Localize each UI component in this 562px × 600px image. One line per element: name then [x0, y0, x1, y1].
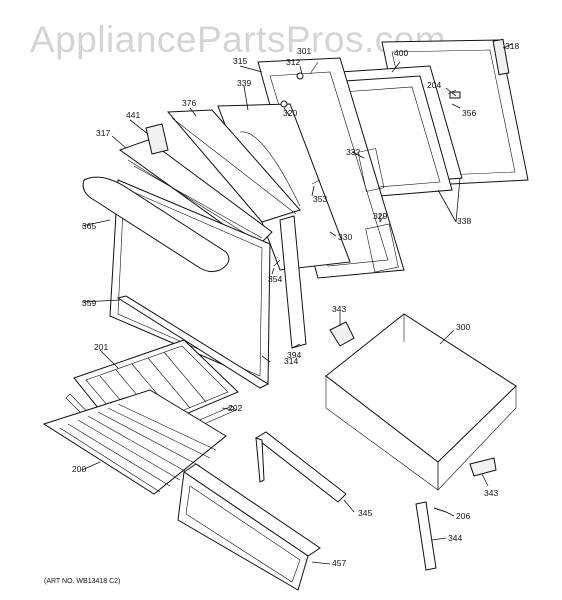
callout-338: 338 [457, 216, 471, 226]
callout-376: 376 [182, 98, 196, 108]
callout-356: 356 [462, 108, 476, 118]
callout-359: 359 [82, 298, 96, 308]
door-vent-trim [118, 139, 273, 249]
callout-314: 314 [284, 356, 298, 366]
callout-353: 353 [313, 194, 327, 204]
callout-400: 400 [394, 48, 408, 58]
door-bottom-trim [116, 295, 270, 389]
storage-drawer [325, 313, 517, 491]
callout-312: 312 [286, 57, 300, 67]
callout-301: 301 [297, 46, 311, 56]
callout-343-lower: 343 [484, 488, 498, 498]
callout-300: 300 [456, 322, 470, 332]
callout-441: 441 [126, 110, 140, 120]
drawer-liner-panel [255, 431, 347, 503]
callout-204: 204 [427, 80, 441, 90]
watermark-text: AppliancePartsPros.com [30, 19, 446, 60]
door-side-strip [279, 215, 307, 349]
drawer-bracket-upper [329, 321, 355, 347]
drawer-front-panel [177, 463, 321, 591]
callout-315: 315 [233, 56, 247, 66]
callout-202: 202 [228, 403, 242, 413]
callout-317: 317 [96, 128, 110, 138]
callout-457: 457 [332, 558, 346, 568]
drawer-screw [433, 507, 447, 513]
door-bracket [145, 123, 169, 155]
leader-lines [81, 43, 513, 565]
drawer-slide-rail [415, 501, 437, 571]
callout-344: 344 [448, 533, 462, 543]
drawer-bracket-lower [469, 457, 497, 477]
callout-332: 332 [346, 147, 360, 157]
callout-206: 206 [456, 511, 470, 521]
callout-345: 345 [358, 508, 372, 518]
callout-201: 201 [94, 342, 108, 352]
callout-394: 394 [287, 350, 301, 360]
callout-339: 339 [237, 78, 251, 88]
callout-329: 329 [373, 211, 387, 221]
callout-200: 200 [72, 464, 86, 474]
door-baffle [166, 109, 301, 223]
callout-343-upper: 343 [332, 304, 346, 314]
callout-354: 354 [268, 274, 282, 284]
callout-318: 318 [505, 41, 519, 51]
oven-rack [42, 389, 227, 495]
callout-330: 330 [338, 232, 352, 242]
door-handle [82, 176, 230, 273]
callout-365: 365 [82, 221, 96, 231]
callout-320: 320 [283, 108, 297, 118]
art-number: (ART NO. WB13418 C2) [44, 578, 120, 585]
